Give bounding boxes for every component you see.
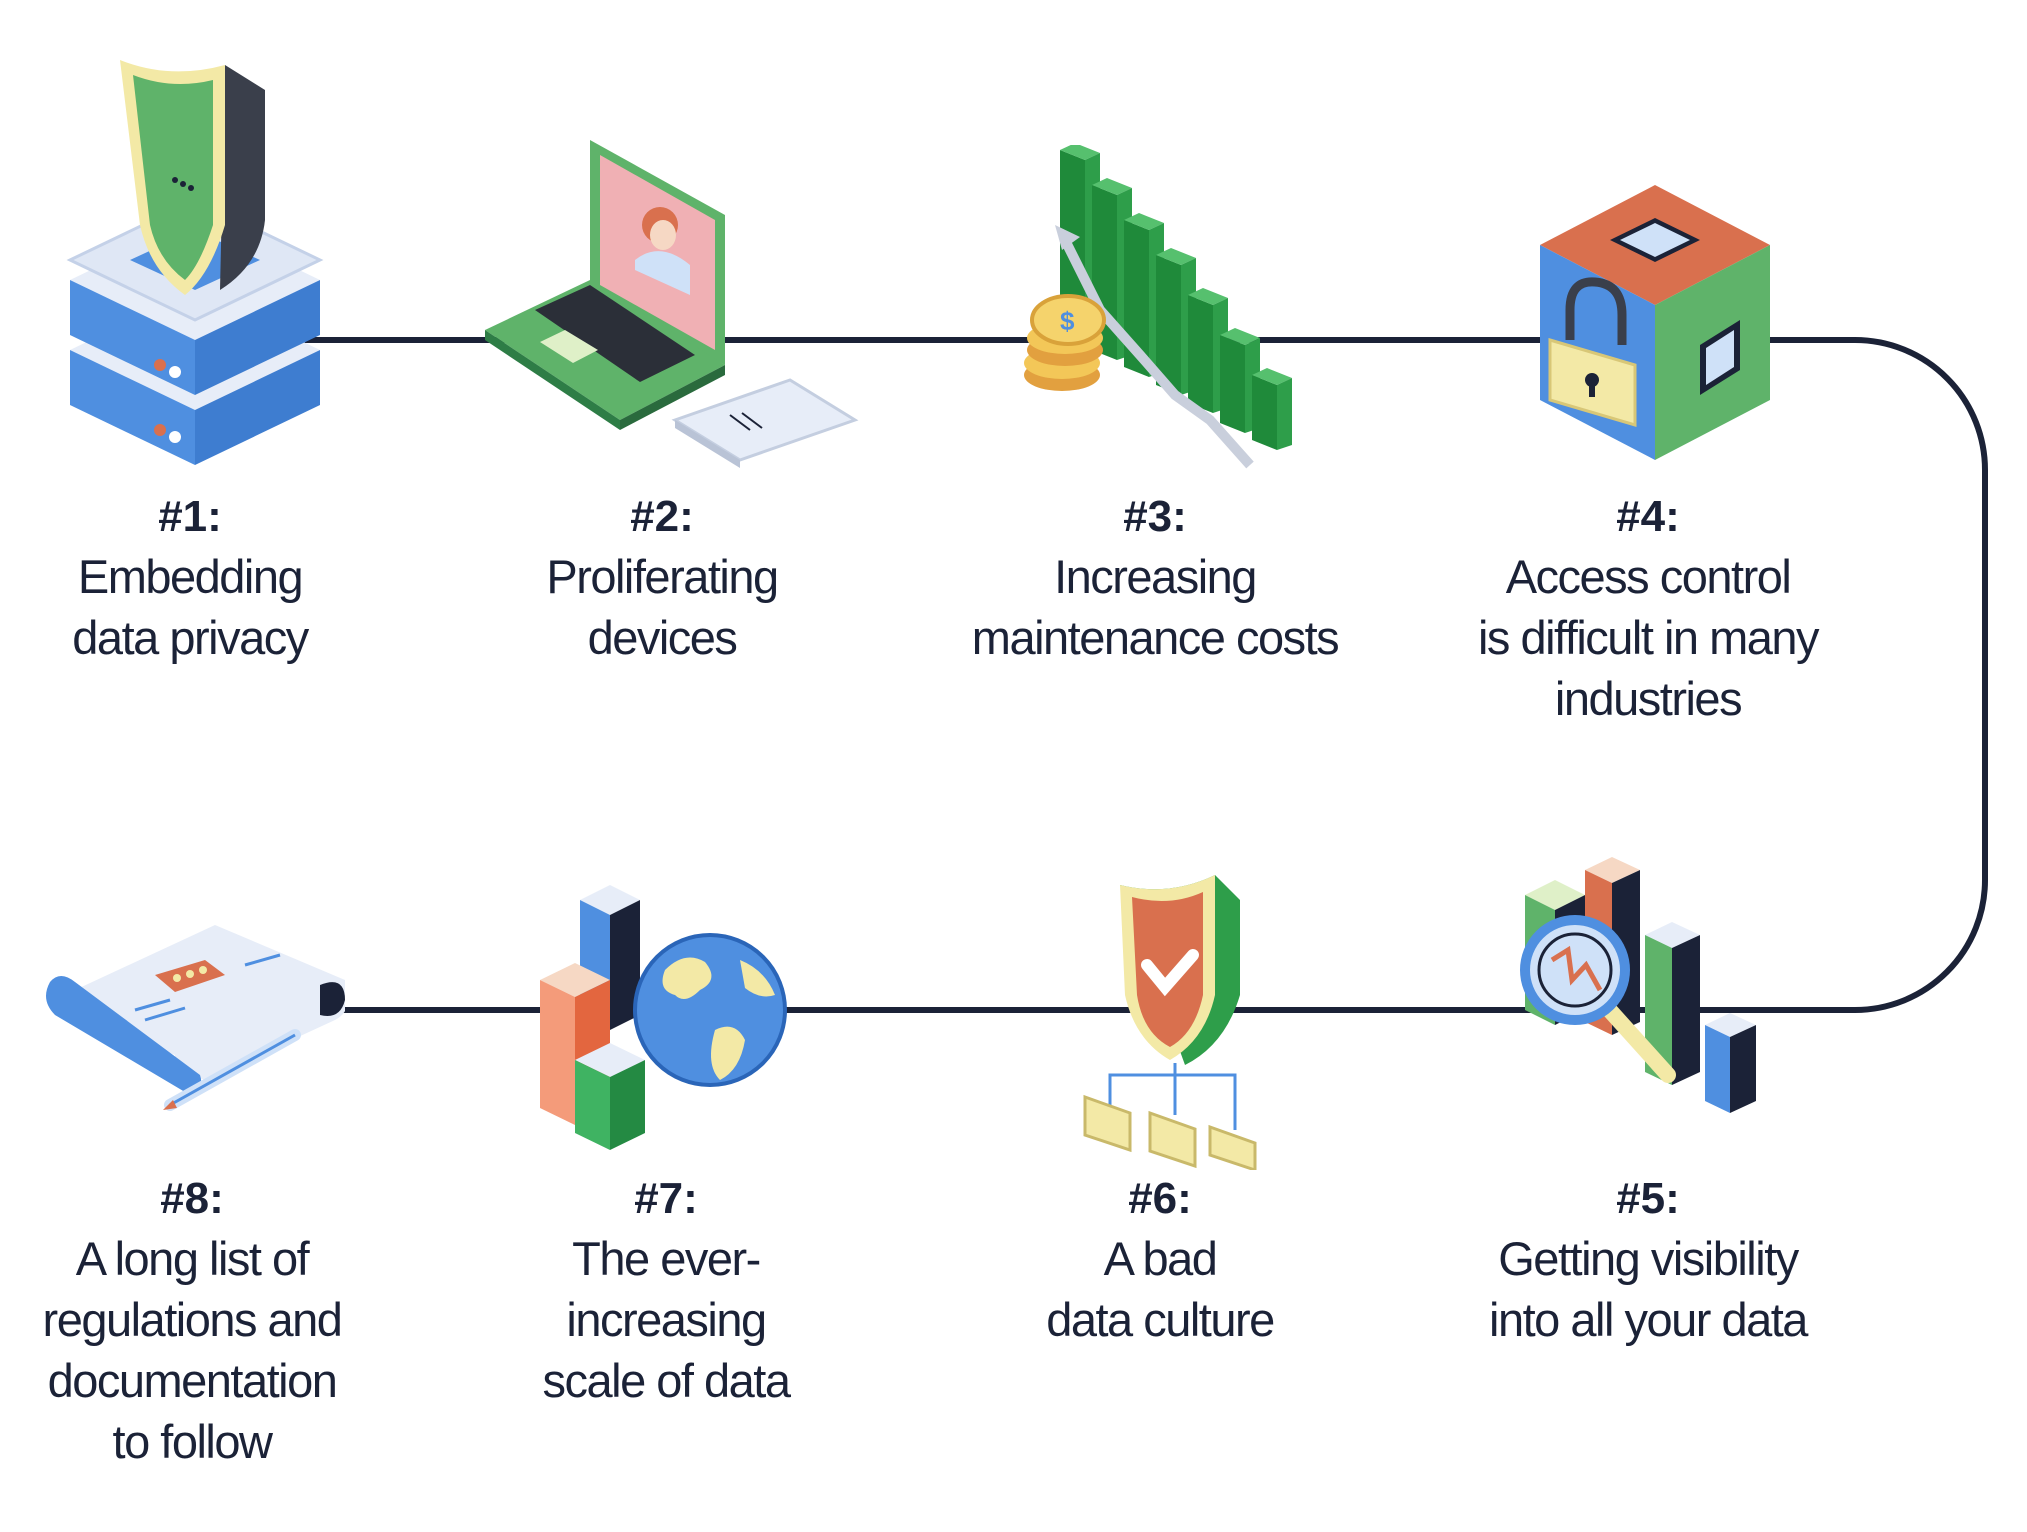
step-number: #7: — [634, 1174, 698, 1223]
step-number: #5: — [1616, 1174, 1680, 1223]
step-number: #4: — [1616, 492, 1680, 541]
step-number: #2: — [630, 492, 694, 541]
scroll-pen-icon — [46, 925, 345, 1111]
laptop-phone-icon — [485, 140, 859, 468]
rising-cost-chart-icon: $ — [1024, 145, 1292, 469]
step-number: #1: — [158, 492, 222, 541]
globe-blocks-icon — [540, 885, 787, 1150]
step-number: #8: — [160, 1174, 224, 1223]
shield-folder-tree-icon — [1083, 875, 1257, 1170]
magnifier-bar-chart-icon — [1520, 857, 1756, 1113]
locked-cube-icon — [1540, 185, 1770, 460]
svg-text:$: $ — [1060, 306, 1075, 336]
server-shield-icon — [66, 60, 324, 465]
step-number: #6: — [1128, 1174, 1192, 1223]
step-number: #3: — [1123, 492, 1187, 541]
